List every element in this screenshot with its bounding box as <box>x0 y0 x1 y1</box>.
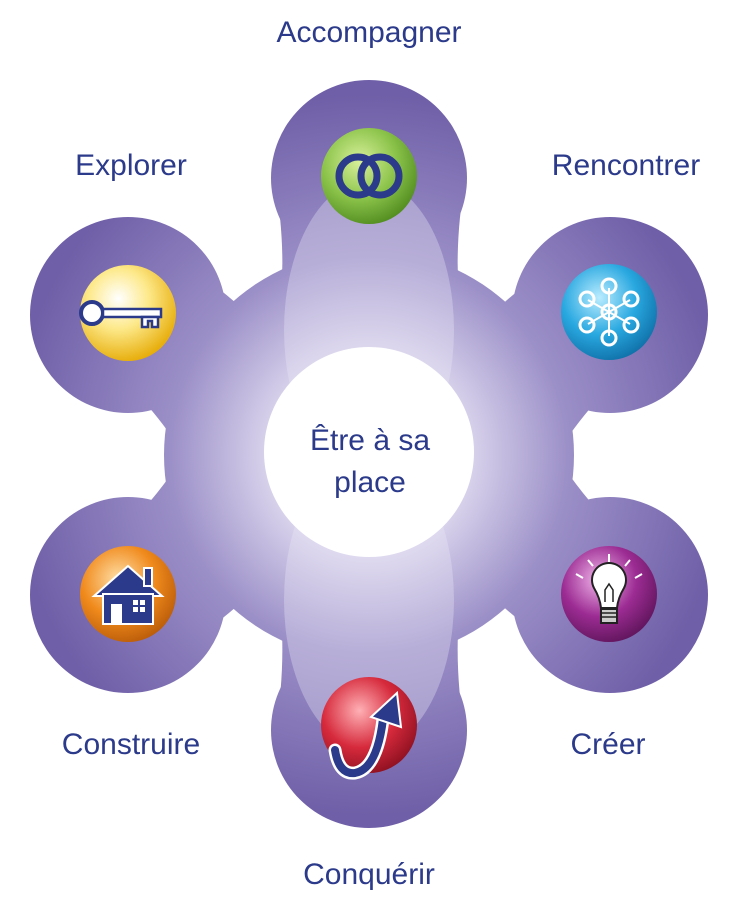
key-icon <box>79 265 176 361</box>
petal-label-creer: Créer <box>570 728 646 761</box>
center-text-line2: place <box>334 466 406 499</box>
house-icon <box>80 546 176 642</box>
petal-label-construire: Construire <box>61 728 201 761</box>
lightbulb-icon <box>561 546 657 642</box>
petal-label-conquerir: Conquérir <box>303 858 435 891</box>
center-circle <box>264 347 474 557</box>
arrow-up-icon <box>321 677 417 780</box>
center-text-line1: Être à sa <box>309 424 431 457</box>
petal-label-rencontrer: Rencontrer <box>551 149 701 182</box>
network-icon <box>561 264 657 360</box>
petal-label-accompagner: Accompagner <box>276 16 462 49</box>
rings-icon <box>321 128 417 224</box>
center-text: Être à sa place <box>265 420 475 504</box>
petal-label-explorer: Explorer <box>75 149 187 182</box>
